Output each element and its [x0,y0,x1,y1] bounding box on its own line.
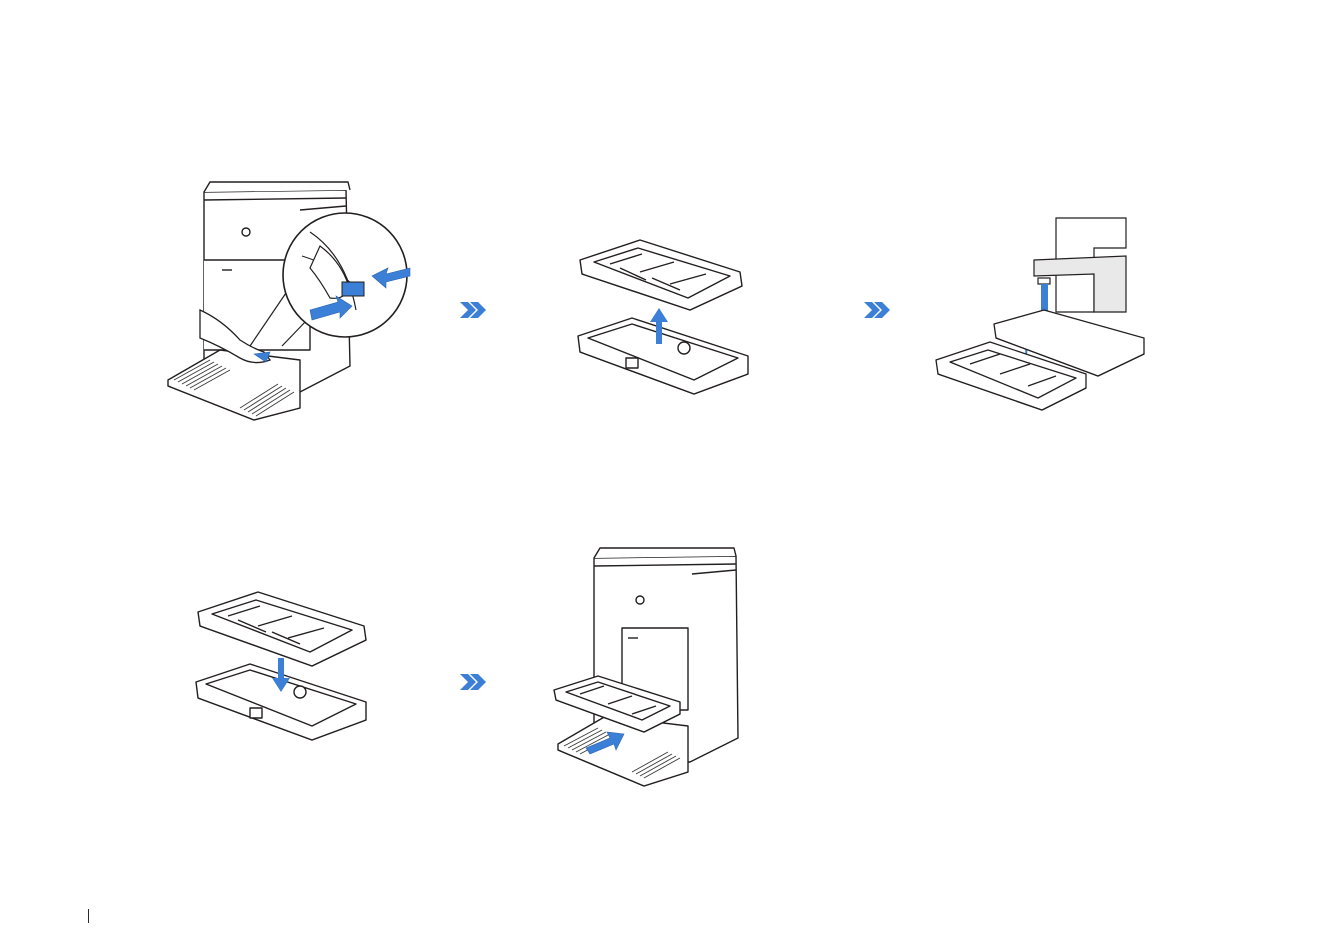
double-chevron-icon [458,672,486,697]
double-chevron-icon [458,300,486,325]
step-4-illustration [188,584,378,744]
step-5-illustration [552,540,752,790]
step-1-illustration [160,170,420,430]
step-4-reassemble-tray [188,584,378,744]
step-5-reinstall-tray [552,540,752,790]
double-chevron-icon [862,300,890,325]
page-edge-marker [88,909,89,923]
step-2-illustration [570,232,760,402]
step-3-illustration [930,214,1160,424]
step-1-release-tray [160,170,420,430]
step-2-lift-tray-apart [570,232,760,402]
step-3-rinse-under-faucet [930,214,1160,424]
